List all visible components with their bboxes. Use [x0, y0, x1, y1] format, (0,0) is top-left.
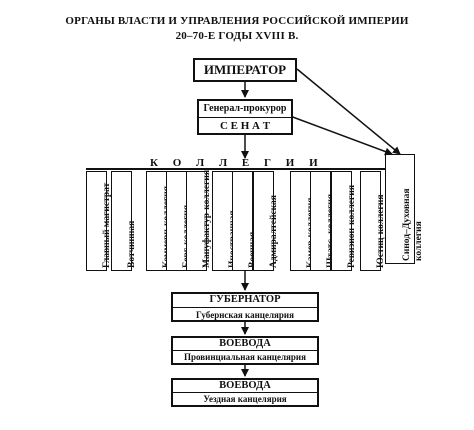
collegium-box: Ревизион-коллегия	[331, 171, 357, 271]
collegium-box: Коммерц-коллегия	[146, 171, 172, 271]
senate-box: Генерал-прокурор С Е Н А Т	[197, 99, 293, 135]
collegium-label: Вотчинная	[127, 220, 137, 268]
collegium-box: Военная	[232, 171, 258, 271]
collegium-box: Мануфактур-коллегия	[186, 170, 212, 271]
emperor-box: ИМПЕРАТОР	[193, 58, 297, 82]
prosecutor-label: Генерал-прокурор	[203, 102, 287, 114]
collegium-label: Мануфактур-коллегия	[202, 169, 212, 268]
synod-label-line2: коллегия	[414, 221, 424, 261]
voevoda-province-title: ВОЕВОДА	[219, 337, 271, 349]
synod-label-line1: Синод–Духовная	[402, 188, 412, 261]
collegium-label: Ревизион-коллегия	[347, 185, 357, 268]
synod-box: Синод–Духовная коллегия	[385, 154, 424, 264]
voevoda-province-box: ВОЕВОДА Провинциальная канцелярия	[171, 336, 319, 365]
collegium-box: Штатс- коллегия	[310, 171, 336, 271]
collegium-box: Главный магистрат	[86, 171, 112, 271]
governor-box: ГУБЕРНАТОР Губернская канцелярия	[171, 292, 319, 322]
collegium-box: Вотчинная	[111, 171, 137, 271]
voevoda-uezd-office: Уездная канцелярия	[173, 392, 317, 407]
collegium-box: Берг-коллегия	[166, 171, 192, 271]
diagram-title-line2: 20–70-Е ГОДЫ XVIII В.	[175, 30, 299, 42]
collegia-heading: К О Л Л Е Г И И	[150, 157, 324, 169]
emperor-label: ИМПЕРАТОР	[203, 62, 287, 77]
voevoda-province-office: Провинциальная канцелярия	[173, 350, 317, 365]
voevoda-uezd-box: ВОЕВОДА Уездная канцелярия	[171, 378, 319, 407]
collegium-box: Адмиралтейская	[253, 171, 279, 271]
collegium-box: Камер-коллегия	[290, 171, 316, 271]
governor-office: Губернская канцелярия	[173, 306, 317, 322]
diagram-title-line1: ОРГАНЫ ВЛАСТИ И УПРАВЛЕНИЯ РОССИЙСКОЙ ИМ…	[65, 15, 409, 27]
collegium-label: Адмиралтейская	[269, 195, 279, 268]
governor-title: ГУБЕРНАТОР	[209, 293, 281, 305]
senate-label: С Е Н А Т	[199, 116, 291, 135]
voevoda-uezd-title: ВОЕВОДА	[219, 379, 271, 391]
collegium-box: Иностранная	[212, 171, 238, 271]
collegium-box: Юстиц-коллегия	[360, 171, 386, 271]
